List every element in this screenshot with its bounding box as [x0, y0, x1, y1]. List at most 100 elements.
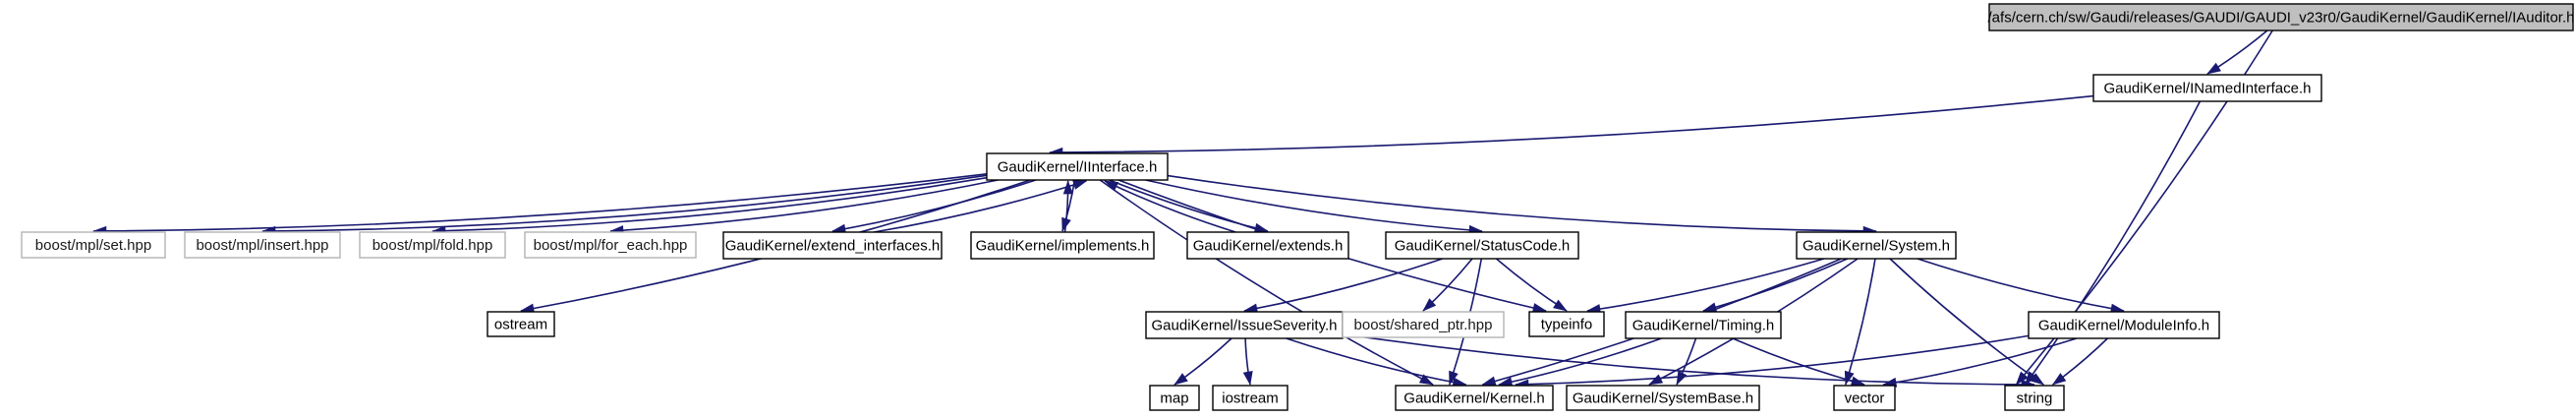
- node-box-systembase: [1566, 385, 1760, 411]
- edge-inamed-to-iinterface: [1049, 94, 2094, 153]
- node-label-shared-ptr: boost/shared_ptr.hpp: [1354, 317, 1493, 333]
- arrowhead-statuscode-to-shared-ptr: [1422, 298, 1437, 312]
- node-label-mpl-set: boost/mpl/set.hpp: [35, 237, 151, 254]
- edge-iinterface-to-statuscode: [1145, 179, 1483, 232]
- node-inamed[interactable]: GaudiKernel/INamedInterface.h: [2092, 74, 2322, 102]
- arrowhead-extends-to-iinterface: [1104, 180, 1119, 192]
- edge-statuscode-to-typeinfo: [1495, 258, 1568, 312]
- node-box-statuscode: [1385, 231, 1579, 260]
- node-moduleinfo[interactable]: GaudiKernel/ModuleInfo.h: [2028, 311, 2220, 339]
- node-mpl-for-each[interactable]: boost/mpl/for_each.hpp: [524, 231, 697, 259]
- arrowhead-system-to-timing: [1702, 302, 1718, 313]
- node-box-mpl-set: [21, 231, 166, 259]
- edge-iinterface-to-mpl-insert: [261, 174, 988, 232]
- node-issueseverity[interactable]: GaudiKernel/IssueSeverity.h: [1145, 311, 1344, 339]
- edge-system-to-string: [1889, 258, 2044, 386]
- node-label-root: /afs/cern.ch/sw/Gaudi/releases/GAUDI/GAU…: [1988, 9, 2575, 26]
- node-box-mpl-fold: [359, 231, 506, 259]
- node-mpl-set[interactable]: boost/mpl/set.hpp: [21, 231, 166, 259]
- arrowhead-issueseverity-to-map: [1174, 373, 1188, 386]
- arrowhead-root-to-inamed: [2206, 62, 2221, 75]
- arrowhead-system-to-systembase: [1648, 374, 1664, 386]
- edge-issueseverity-to-string: [1342, 332, 2035, 386]
- edge-system-to-typeinfo: [1586, 258, 1825, 312]
- arrowhead-issueseverity-to-iostream: [1242, 371, 1253, 386]
- node-label-mpl-fold: boost/mpl/fold.hpp: [372, 237, 493, 254]
- node-box-iostream: [1212, 385, 1288, 411]
- node-label-moduleinfo: GaudiKernel/ModuleInfo.h: [2038, 317, 2209, 333]
- arrowhead-extend-interfaces-to-iinterface: [1072, 180, 1088, 190]
- node-iostream[interactable]: iostream: [1212, 385, 1288, 411]
- edge-moduleinfo-to-kernel: [1515, 334, 2030, 386]
- edge-extends-to-iinterface: [1104, 180, 1236, 233]
- node-mpl-fold[interactable]: boost/mpl/fold.hpp: [359, 231, 506, 259]
- node-implements[interactable]: GaudiKernel/implements.h: [970, 231, 1155, 260]
- edge-system-to-moduleinfo: [1917, 258, 2125, 312]
- edge-iinterface-to-extend-interfaces: [831, 179, 1037, 232]
- node-extends[interactable]: GaudiKernel/extends.h: [1186, 231, 1349, 260]
- node-box-mpl-for-each: [524, 231, 697, 259]
- node-string[interactable]: string: [2004, 385, 2065, 411]
- node-label-timing: GaudiKernel/Timing.h: [1632, 317, 1775, 333]
- node-label-string: string: [2017, 390, 2053, 406]
- node-box-extend-interfaces: [722, 231, 943, 260]
- node-root[interactable]: /afs/cern.ch/sw/Gaudi/releases/GAUDI/GAU…: [1988, 3, 2575, 31]
- edge-statuscode-to-issueseverity: [1243, 258, 1443, 312]
- node-label-map: map: [1160, 390, 1188, 406]
- node-box-map: [1149, 385, 1200, 411]
- arrowhead-system-to-string: [2030, 373, 2045, 386]
- node-box-string: [2004, 385, 2065, 411]
- node-map[interactable]: map: [1149, 385, 1200, 411]
- node-mpl-insert[interactable]: boost/mpl/insert.hpp: [184, 231, 341, 259]
- arrowhead-system-to-vector: [1844, 370, 1855, 386]
- node-box-shared-ptr: [1342, 311, 1505, 338]
- edge-iinterface-to-system: [1167, 174, 1877, 232]
- edge-system-to-timing: [1702, 258, 1848, 312]
- node-box-moduleinfo: [2028, 311, 2220, 339]
- node-timing[interactable]: GaudiKernel/Timing.h: [1625, 311, 1782, 339]
- node-box-mpl-insert: [184, 231, 341, 259]
- node-box-kernel: [1395, 385, 1554, 411]
- node-box-typeinfo: [1528, 311, 1605, 337]
- edge-extend-interfaces-to-iinterface: [873, 180, 1087, 233]
- node-label-mpl-for-each: boost/mpl/for_each.hpp: [534, 237, 688, 254]
- node-system[interactable]: GaudiKernel/System.h: [1796, 231, 1957, 260]
- node-layer: /afs/cern.ch/sw/Gaudi/releases/GAUDI/GAU…: [21, 3, 2575, 411]
- node-label-kernel: GaudiKernel/Kernel.h: [1403, 390, 1544, 406]
- node-vector[interactable]: vector: [1833, 385, 1896, 411]
- node-extend-interfaces[interactable]: GaudiKernel/extend_interfaces.h: [722, 231, 943, 260]
- node-box-system: [1796, 231, 1957, 260]
- arrowhead-system-to-kernel: [1481, 376, 1497, 387]
- node-shared-ptr[interactable]: boost/shared_ptr.hpp: [1342, 311, 1505, 338]
- edge-moduleinfo-to-vector: [1883, 337, 2078, 386]
- edge-system-to-vector: [1845, 258, 1876, 386]
- edge-timing-to-vector: [1732, 337, 1865, 386]
- node-box-vector: [1833, 385, 1896, 411]
- node-label-inamed: GaudiKernel/INamedInterface.h: [2104, 80, 2312, 96]
- node-box-inamed: [2092, 74, 2322, 102]
- node-label-issueseverity: GaudiKernel/IssueSeverity.h: [1152, 317, 1338, 333]
- node-box-extends: [1186, 231, 1349, 260]
- node-label-ostream: ostream: [494, 316, 547, 332]
- node-iinterface[interactable]: GaudiKernel/IInterface.h: [986, 152, 1169, 181]
- edge-timing-to-kernel: [1499, 337, 1662, 386]
- node-typeinfo[interactable]: typeinfo: [1528, 311, 1605, 337]
- node-label-statuscode: GaudiKernel/StatusCode.h: [1395, 237, 1570, 254]
- edge-iinterface-to-kernel: [1099, 179, 1434, 386]
- node-label-typeinfo: typeinfo: [1541, 316, 1593, 332]
- edge-iinterface-to-mpl-for-each: [609, 179, 999, 232]
- arrowhead-iinterface-to-typeinfo: [1531, 303, 1547, 313]
- arrowhead-iinterface-to-kernel: [1418, 374, 1434, 386]
- node-label-systembase: GaudiKernel/SystemBase.h: [1573, 390, 1753, 406]
- node-box-timing: [1625, 311, 1782, 339]
- node-systembase[interactable]: GaudiKernel/SystemBase.h: [1566, 385, 1760, 411]
- node-statuscode[interactable]: GaudiKernel/StatusCode.h: [1385, 231, 1579, 260]
- edge-inamed-to-string: [2025, 100, 2202, 386]
- arrowhead-statuscode-to-typeinfo: [1553, 299, 1568, 312]
- node-kernel[interactable]: GaudiKernel/Kernel.h: [1395, 385, 1554, 411]
- node-label-mpl-insert: boost/mpl/insert.hpp: [196, 237, 328, 254]
- node-label-extends: GaudiKernel/extends.h: [1193, 237, 1344, 254]
- node-ostream[interactable]: ostream: [487, 311, 555, 337]
